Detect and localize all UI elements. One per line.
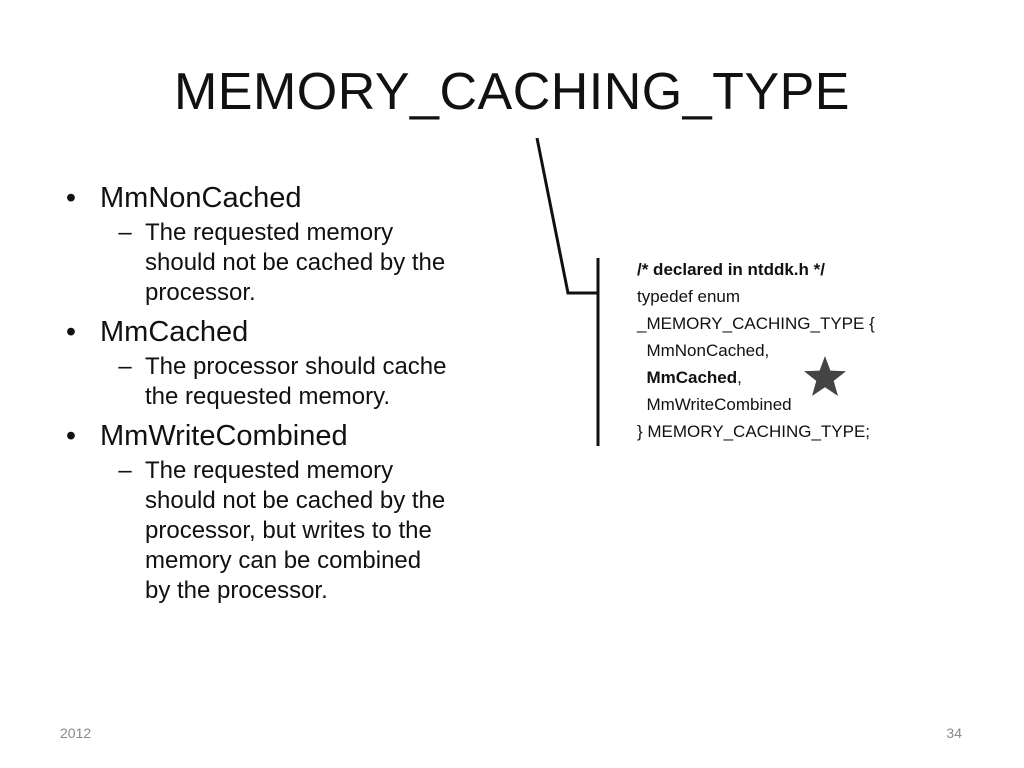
sub-item-mmwritecombined: – The requested memory should not be cac… bbox=[60, 456, 530, 606]
code-line-typedef: typedef enum bbox=[637, 287, 741, 306]
sub-line: memory can be combined bbox=[145, 547, 422, 574]
code-line-closing: } MEMORY_CACHING_TYPE; bbox=[637, 422, 871, 441]
sub-line: processor. bbox=[145, 279, 256, 306]
sub-line: should not be cached by the bbox=[145, 249, 446, 276]
bullet-dot: • bbox=[65, 182, 77, 214]
sub-item-mmcached: – The processor should cache the request… bbox=[60, 352, 530, 412]
bullet-dot: • bbox=[65, 420, 77, 452]
code-item-noncached: MmNonCached, bbox=[646, 341, 770, 360]
sub-dash: – bbox=[118, 457, 132, 484]
sub-item-mmnoncached: – The requested memory should not be cac… bbox=[60, 218, 530, 308]
sub-line: The requested memory bbox=[145, 457, 394, 484]
sub-dash: – bbox=[118, 353, 132, 380]
sub-line: The requested memory bbox=[145, 219, 394, 246]
code-line-item-writecombined: MmWriteCombined bbox=[637, 391, 937, 418]
footer-year: 2012 bbox=[60, 725, 92, 741]
slide-title: MEMORY_CACHING_TYPE bbox=[173, 63, 850, 121]
bullet-list: • MmNonCached – The requested memory sho… bbox=[60, 180, 530, 612]
code-item-cached: MmCached bbox=[646, 368, 738, 387]
code-line-item-cached: MmCached, bbox=[637, 364, 937, 391]
bullet-item-mmwritecombined: • MmWriteCombined bbox=[60, 418, 530, 454]
bullet-label: MmCached bbox=[100, 316, 249, 348]
bullet-item-mmcached: • MmCached bbox=[60, 314, 530, 350]
code-comment: /* declared in ntddk.h */ bbox=[637, 260, 825, 279]
star-icon bbox=[804, 356, 846, 396]
code-line-item-noncached: MmNonCached, bbox=[637, 337, 937, 364]
bullet-item-mmnoncached: • MmNonCached bbox=[60, 180, 530, 216]
sub-line: the requested memory. bbox=[145, 383, 391, 410]
code-item-writecombined: MmWriteCombined bbox=[646, 395, 792, 414]
code-item-cached-suffix: , bbox=[737, 368, 742, 387]
bullet-dot: • bbox=[65, 316, 77, 348]
bullet-label: MmWriteCombined bbox=[100, 420, 348, 452]
sub-line: processor, but writes to the bbox=[145, 517, 432, 544]
sub-line: The processor should cache bbox=[145, 353, 447, 380]
sub-line: by the processor. bbox=[145, 577, 328, 604]
sub-dash: – bbox=[118, 219, 132, 246]
code-line-enum-name: _MEMORY_CACHING_TYPE { bbox=[637, 314, 875, 333]
connector-line bbox=[535, 137, 598, 295]
sub-line: should not be cached by the bbox=[145, 487, 446, 514]
bullet-label: MmNonCached bbox=[100, 182, 302, 214]
code-block: /* declared in ntddk.h */ typedef enum _… bbox=[637, 256, 937, 445]
page-number: 34 bbox=[946, 725, 962, 741]
